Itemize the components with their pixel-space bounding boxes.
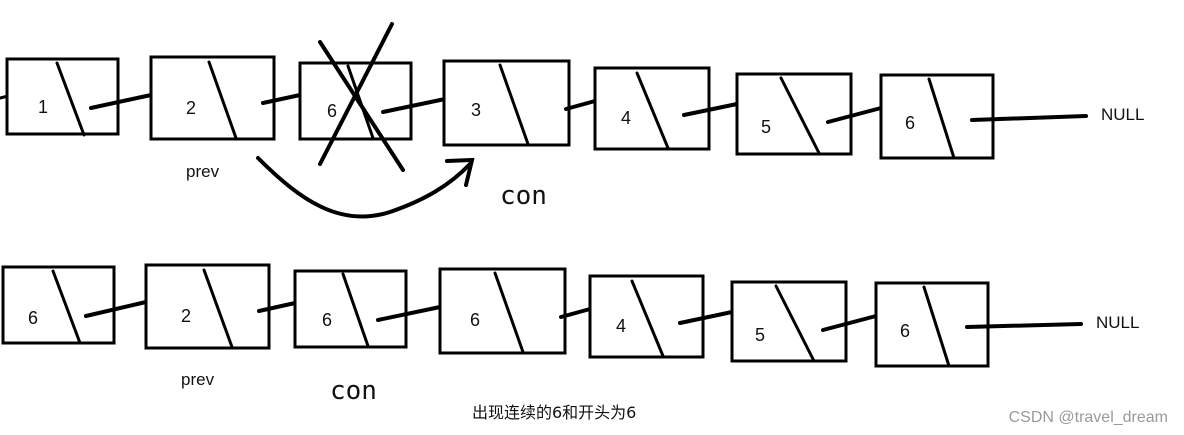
row2-link-4 [559,307,592,319]
row2-node-5-value: 4 [616,316,626,336]
row2-link-2 [257,301,297,313]
row1-node-7-value: 6 [905,113,915,133]
row2-null-link [965,322,1083,329]
row1-node-7: 6 [879,73,995,160]
row-2: 6 2 6 6 4 [1,263,1139,406]
row1-node-6-value: 5 [761,117,771,137]
row1-node-2: 2 [149,55,276,141]
row2-node-1-value: 6 [28,308,38,328]
row2-con-label: con [330,376,377,406]
row1-null-label: NULL [1101,105,1144,124]
delete-cross-mark [318,22,405,172]
row1-link-6 [826,106,883,124]
row2-null-label: NULL [1096,313,1139,332]
row1-node-5-value: 4 [621,108,631,128]
row2-node-3-value: 6 [322,310,332,330]
row-1: 1 2 6 3 [0,22,1144,219]
row1-link-1 [89,93,153,110]
row1-node-2-value: 2 [186,98,196,118]
row2-node-3: 6 [293,269,408,349]
row2-link-3 [376,305,442,322]
row2-link-6 [821,314,878,332]
row1-node-4: 3 [442,59,571,147]
row1-node-3-value: 6 [327,101,337,121]
row2-node-6-value: 5 [755,325,765,345]
row1-link-3 [381,97,447,114]
row2-node-7-value: 6 [900,321,910,341]
row1-link-5 [682,102,739,117]
row2-node-4: 6 [438,267,567,355]
row1-link-2 [261,93,302,105]
row2-link-1 [84,300,148,318]
row2-prev-label: prev [181,370,215,389]
row2-node-7: 6 [874,281,990,368]
row1-node-3: 6 [298,61,413,141]
row1-node-5: 4 [593,66,711,151]
row2-node-6: 5 [730,280,848,363]
row1-node-4-value: 3 [471,100,481,120]
row1-node-1-value: 1 [38,97,48,117]
row2-node-2: 2 [144,263,271,350]
row1-null-link [970,114,1088,122]
row2-node-4-value: 6 [470,310,480,330]
redirect-arrow [256,156,475,219]
row2-node-1: 6 [1,265,116,345]
watermark: CSDN @travel_dream [1009,409,1168,426]
row2-node-5: 4 [588,274,705,359]
caption: 出现连续的6和开头为6 [472,403,636,422]
row2-node-2-value: 2 [181,306,191,326]
row1-node-6: 5 [735,72,853,156]
row1-node-1: 1 [5,57,120,137]
row1-con-label: con [500,181,547,211]
row2-link-5 [678,310,734,325]
row1-prev-label: prev [186,162,220,181]
row1-link-4 [564,99,597,111]
